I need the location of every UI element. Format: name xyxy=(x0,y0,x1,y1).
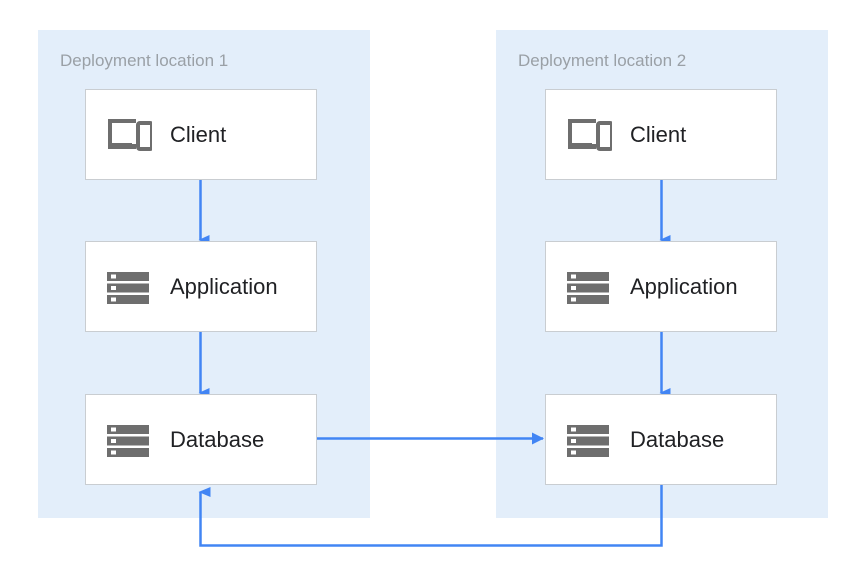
client-devices-icon xyxy=(568,118,612,151)
node-client-2[interactable]: Client xyxy=(545,89,777,180)
node-application-1-label: Application xyxy=(170,273,278,299)
node-application-2[interactable]: Application xyxy=(545,241,777,332)
node-database-1[interactable]: Database xyxy=(85,394,317,485)
node-client-1[interactable]: Client xyxy=(85,89,317,180)
server-stack-icon xyxy=(567,424,609,457)
node-client-2-label: Client xyxy=(630,121,687,147)
deployment-zone-1-label: Deployment location 1 xyxy=(60,51,229,70)
server-stack-icon xyxy=(107,424,149,457)
server-stack-icon xyxy=(567,271,609,304)
node-client-1-label: Client xyxy=(170,121,227,147)
client-devices-icon xyxy=(108,118,152,151)
node-application-1[interactable]: Application xyxy=(85,241,317,332)
server-stack-icon xyxy=(107,271,149,304)
node-database-1-label: Database xyxy=(170,426,265,452)
node-database-2[interactable]: Database xyxy=(545,394,777,485)
deployment-zone-2-label: Deployment location 2 xyxy=(518,51,687,70)
node-application-2-label: Application xyxy=(630,273,738,299)
node-database-2-label: Database xyxy=(630,426,725,452)
